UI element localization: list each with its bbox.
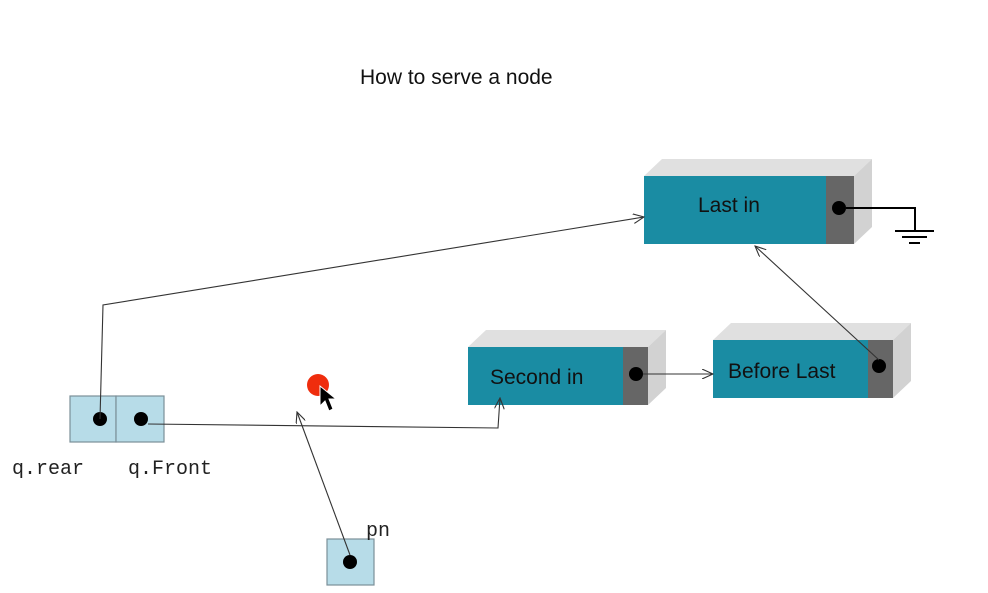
- node-last-in-top: [644, 159, 872, 176]
- node-last-in-pointer-dot: [832, 201, 846, 215]
- pn-dot: [343, 555, 357, 569]
- node-second-in-pointer-dot: [629, 367, 643, 381]
- q-front-label: q.Front: [128, 458, 212, 481]
- edge-front-to-second-in: [147, 398, 500, 429]
- node-before-last-pointer-dot: [872, 359, 886, 373]
- edge-pn-to-front: [297, 412, 351, 556]
- node-before-last-face: [713, 340, 868, 398]
- node-last-in-label: Last in: [698, 194, 760, 217]
- node-before-last-label: Before Last: [728, 360, 836, 383]
- node-last-in-face: [644, 176, 826, 244]
- pn-pointer-box: [326, 538, 375, 586]
- pn-label: pn: [366, 520, 390, 543]
- node-before-last: Before Last: [713, 323, 911, 398]
- node-before-last-top: [713, 323, 911, 340]
- node-before-last-side: [893, 323, 911, 398]
- node-second-in-top: [468, 330, 666, 347]
- mouse-cursor-icon: [319, 384, 338, 412]
- ground-icon: [846, 207, 934, 244]
- q-rear-label: q.rear: [12, 458, 84, 481]
- diagram-title: How to serve a node: [360, 66, 553, 89]
- node-second-in-label: Second in: [490, 366, 583, 389]
- queue-pointer-box: [69, 395, 165, 443]
- node-last-in: Last in: [644, 159, 872, 244]
- node-second-in-side: [648, 330, 666, 405]
- edge-rear-to-last-in: [99, 217, 644, 420]
- q-front-dot: [134, 412, 148, 426]
- edge-before-last-to-last-in: [755, 246, 880, 361]
- node-second-in: Second in: [468, 330, 666, 405]
- node-second-in-face: [468, 347, 623, 405]
- node-last-in-side: [854, 159, 872, 244]
